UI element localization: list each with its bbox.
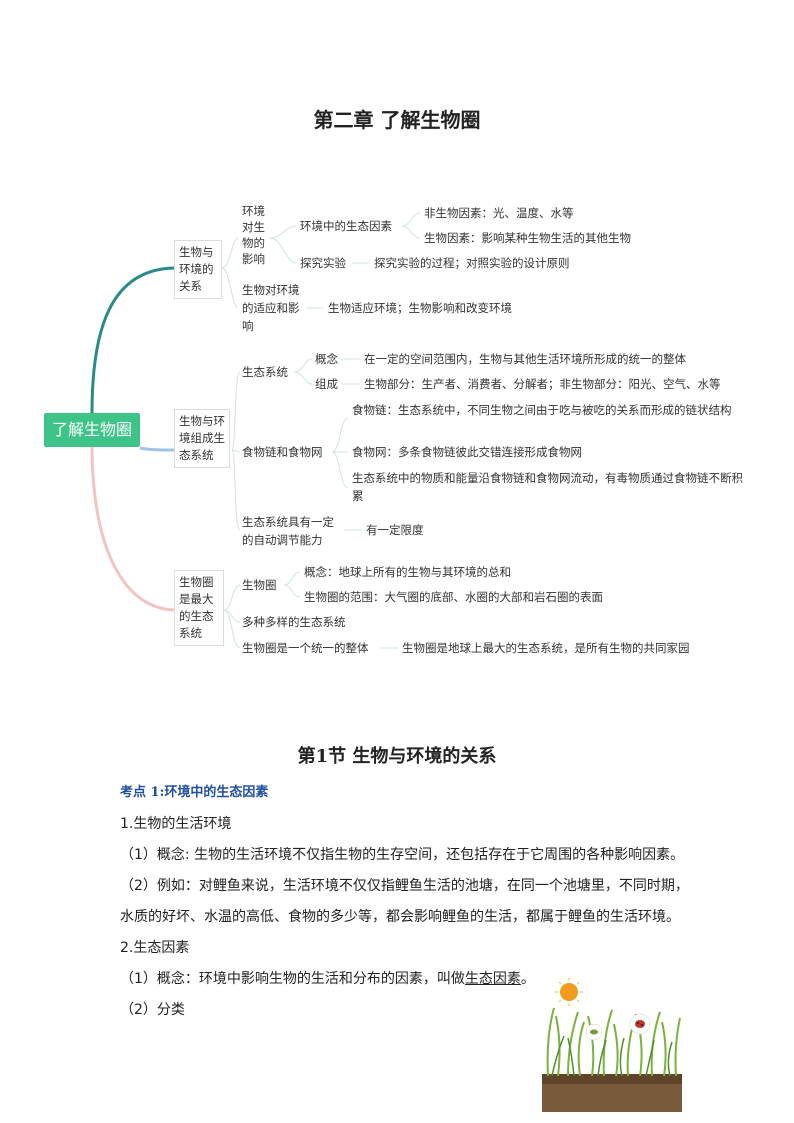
node-flow: 生态系统中的物质和能量沿食物链和食物网流动，有毒物质通过食物链不断积累	[352, 471, 743, 503]
para-line-5: 2.生态因素	[120, 940, 190, 956]
node-concept: 概念	[315, 352, 338, 366]
node-experiment-detail: 探究实验的过程；对照实验的设计原则	[374, 256, 570, 270]
node-foodchain: 食物链和食物网	[242, 445, 323, 459]
node-bs-range: 生物圈的范围：大气圈的底部、水圈的大部和岩石圈的表面	[304, 590, 603, 604]
ecosystem-illustration	[542, 978, 682, 1112]
section-title: 第1节 生物与环境的关系	[297, 746, 497, 767]
node-env-effect: 环境对生物的影响	[242, 204, 265, 266]
mindmap-connectors	[90, 212, 421, 649]
para-line-2: （1）概念: 生物的生活环境不仅指生物的生存空间，还包括存在于它周围的各种影响因…	[120, 847, 685, 863]
branch-ecosystem: 生物与环境组成生态系统	[174, 409, 230, 468]
branch-env-relation: 生物与环境的关系	[174, 240, 222, 299]
node-abiotic: 非生物因素：光、温度、水等	[424, 206, 574, 220]
para-line-4: 水质的好坏、水温的高低、食物的多少等，都会影响鲤鱼的生活，都属于鲤鱼的生活环境。	[120, 909, 680, 925]
node-biosphere: 生物圈	[242, 578, 277, 592]
para-line-7: （2）分类	[120, 1002, 185, 1018]
node-adapt: 生物对环境的适应和影响	[242, 283, 300, 333]
node-selfreg: 生态系统具有一定的自动调节能力	[242, 515, 334, 547]
node-foodweb-def: 食物网：多条食物链彼此交错连接形成食物网	[352, 445, 582, 459]
para-line-6: （1）概念：环境中影响生物的生活和分布的因素，叫做生态因素。	[120, 969, 535, 989]
node-selfreg-detail: 有一定限度	[366, 523, 424, 537]
node-composition: 组成	[315, 377, 338, 391]
node-unified: 生物圈是一个统一的整体	[242, 641, 369, 655]
para-line-6-text: （1）概念：环境中影响生物的生活和分布的因素，叫做	[120, 971, 465, 987]
para-line-1: 1.生物的生活环境	[120, 816, 232, 832]
node-ecosystem: 生态系统	[242, 365, 288, 379]
branch-biosphere: 生物圈是最大的生态系统	[174, 570, 224, 646]
node-concept-detail: 在一定的空间范围内，生物与其他生活环境所形成的统一的整体	[364, 352, 686, 366]
mindmap-root: 了解生物圈	[44, 413, 140, 447]
para-line-6-end: 。	[520, 971, 535, 987]
term-eco-factor: 生态因素	[464, 971, 521, 987]
para-line-3: （2）例如：对鲤鱼来说，生活环境不仅仅指鲤鱼生活的池塘，在同一个池塘里，不同时期…	[120, 878, 689, 894]
chapter-title: 第二章 了解生物圈	[313, 108, 481, 132]
node-bs-concept: 概念：地球上所有的生物与其环境的总和	[304, 565, 511, 579]
node-biotic: 生物因素：影响某种生物生活的其他生物	[424, 231, 631, 245]
keypoint-heading: 考点 1:环境中的生态因素	[120, 785, 269, 800]
node-unified-detail: 生物圈是地球上最大的生态系统，是所有生物的共同家园	[402, 641, 690, 655]
node-composition-detail: 生物部分：生产者、消费者、分解者；非生物部分：阳光、空气、水等	[364, 377, 721, 391]
node-foodchain-def: 食物链：生态系统中，不同生物之间由于吃与被吃的关系而形成的链状结构	[352, 403, 732, 417]
node-experiment: 探究实验	[300, 256, 346, 270]
sun-icon	[560, 983, 578, 1001]
node-adapt-detail: 生物适应环境；生物影响和改变环境	[328, 301, 512, 315]
node-diverse: 多种多样的生态系统	[242, 615, 346, 629]
node-eco-factor: 环境中的生态因素	[300, 219, 392, 233]
